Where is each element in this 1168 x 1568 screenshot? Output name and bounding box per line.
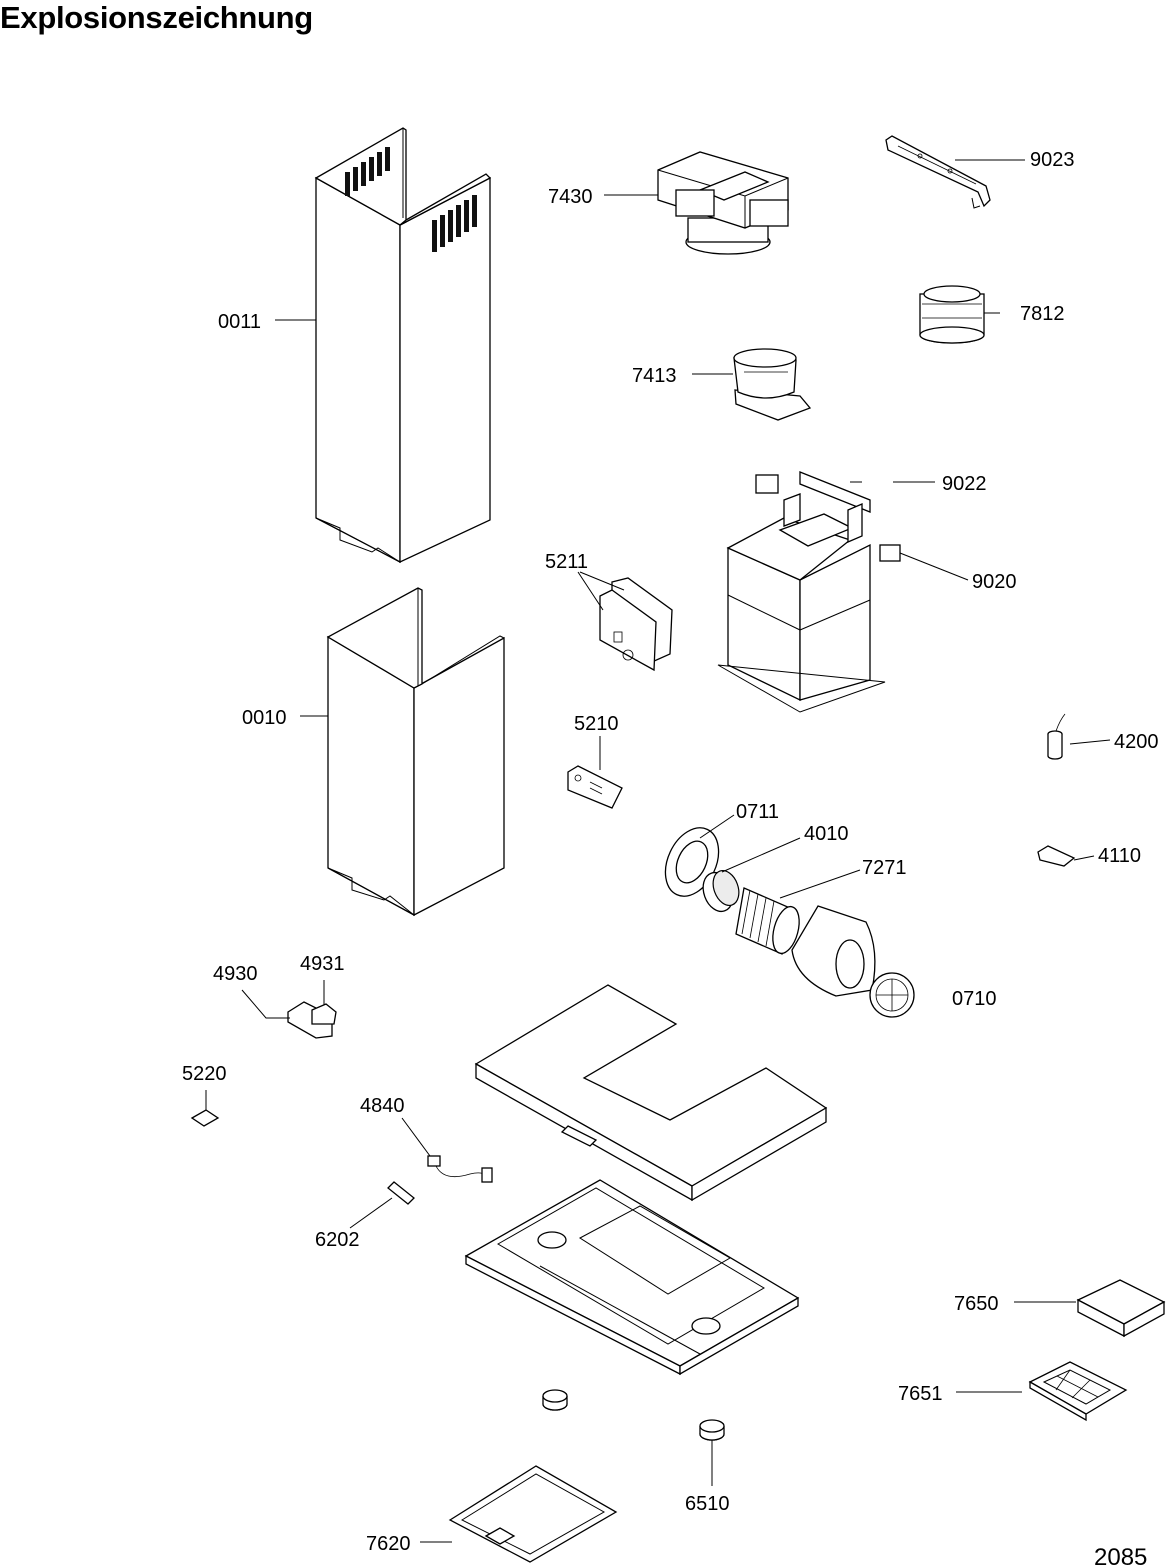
label-4010: 4010 (804, 823, 849, 845)
label-7650: 7650 (954, 1293, 999, 1315)
label-4200: 4200 (1114, 731, 1159, 753)
label-0011: 0011 (218, 311, 261, 333)
part-5220-small-plate (190, 1109, 220, 1127)
part-7430-air-diverter (657, 151, 789, 255)
part-4200-capacitor (1047, 713, 1066, 760)
part-7413-outlet-flange (733, 348, 812, 421)
label-0711: 0711 (736, 801, 779, 823)
drawing-number: 2085 (1094, 1544, 1147, 1568)
label-5210: 5210 (574, 713, 619, 735)
label-0710: 0710 (952, 988, 997, 1010)
part-7620-grease-filter (448, 1465, 618, 1563)
page-title: Explosionszeichnung (0, 0, 313, 35)
part-6202-light-cover (387, 1181, 415, 1205)
label-7651: 7651 (898, 1383, 943, 1405)
part-7812-connecting-ring (919, 285, 985, 344)
part-hood-body (464, 1179, 800, 1376)
label-4840: 4840 (360, 1095, 405, 1117)
label-7812: 7812 (1020, 303, 1065, 325)
label-9022: 9022 (942, 473, 987, 495)
label-7271: 7271 (862, 857, 907, 879)
part-4930-lamp-holder (287, 1001, 337, 1039)
part-4840-cable (427, 1155, 493, 1183)
part-7271-fan-wheel (735, 887, 800, 955)
part-0010-lower-chimney (326, 587, 505, 917)
part-5211-control-box (599, 577, 673, 672)
label-6202: 6202 (315, 1229, 360, 1251)
part-motor-housing (717, 471, 901, 713)
part-hood-top-cover (474, 984, 828, 1202)
part-4010-motor (702, 869, 740, 913)
label-9020: 9020 (972, 571, 1017, 593)
label-9023: 9023 (1030, 149, 1075, 171)
label-4930: 4930 (213, 963, 258, 985)
part-4110-switch (1037, 845, 1095, 867)
part-6510-knob (542, 1389, 725, 1441)
part-0011-upper-chimney (314, 127, 492, 564)
label-4110: 4110 (1098, 845, 1141, 867)
part-9023-wall-bracket (885, 135, 991, 209)
label-4931: 4931 (300, 953, 345, 975)
label-5220: 5220 (182, 1063, 227, 1085)
part-7651-filter-holder (1028, 1361, 1128, 1422)
label-7430: 7430 (548, 186, 593, 208)
label-6510: 6510 (685, 1493, 730, 1515)
label-0010: 0010 (242, 707, 287, 729)
label-7620: 7620 (366, 1533, 411, 1555)
part-5210-control-panel (567, 765, 623, 809)
label-7413: 7413 (632, 365, 677, 387)
part-0710-fan-housing (791, 905, 915, 1018)
part-7650-carbon-filter (1076, 1279, 1166, 1338)
label-5211: 5211 (545, 551, 588, 573)
